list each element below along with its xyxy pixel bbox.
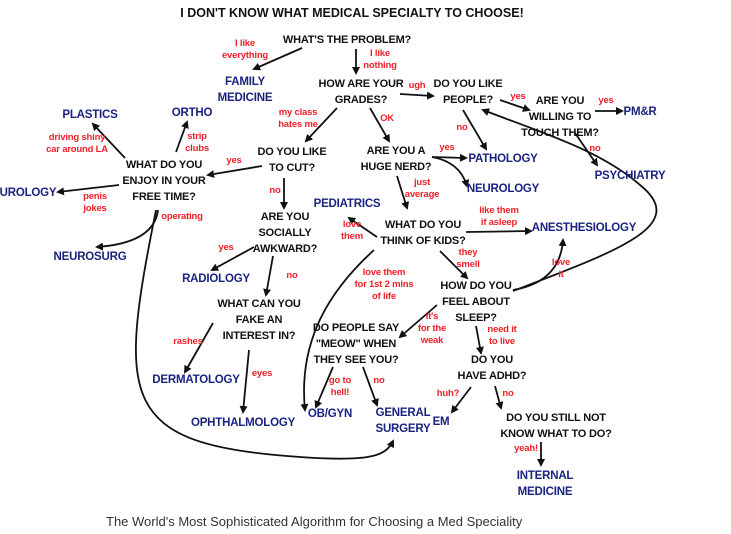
flow-arrow — [450, 386, 472, 414]
label-love-it: love it — [551, 257, 571, 280]
flow-arrow — [314, 366, 334, 409]
flow-arrow — [399, 91, 435, 100]
label-awkward-yes: yes — [218, 242, 234, 253]
outcome-neurosurg: NEUROSURG — [53, 251, 127, 263]
outcome-ortho: ORTHO — [171, 107, 213, 119]
flow-arrow — [431, 156, 470, 188]
outcome-general-surgery: GENERAL SURGERY — [375, 407, 431, 435]
flow-arrow — [56, 184, 120, 196]
label-touch-no: no — [589, 143, 601, 154]
label-weak: it's for the weak — [417, 311, 447, 346]
flow-arrow — [175, 120, 189, 153]
outcome-dermatology: DERMATOLOGY — [152, 374, 240, 386]
flow-arrow — [206, 165, 263, 178]
question-adhd: DO YOU HAVE ADHD? — [457, 354, 527, 382]
flow-arrow — [135, 209, 395, 460]
label-strip-clubs: strip clubs — [185, 131, 209, 154]
outcome-neurology: NEUROLOGY — [466, 183, 540, 195]
outcome-pmr: PM&R — [623, 106, 657, 118]
label-need: need it to live — [487, 324, 517, 347]
label-meow-no: no — [373, 375, 385, 386]
label-average: just average — [404, 177, 440, 200]
diagram-title: I DON'T KNOW WHAT MEDICAL SPECIALTY TO C… — [180, 6, 524, 20]
outcome-obgyn: OB/GYN — [307, 408, 353, 420]
label-everything: I like everything — [221, 38, 269, 61]
flow-arrow — [184, 322, 214, 374]
label-ugh: ugh — [408, 80, 426, 91]
question-touch: ARE YOU WILLING TO TOUCH THEM? — [521, 95, 599, 139]
label-yeah: yeah! — [514, 443, 538, 454]
label-smell: they smell — [456, 247, 480, 270]
flow-arrow — [91, 122, 126, 159]
outcome-plastics: PLASTICS — [62, 109, 118, 121]
label-hates: my class hates me — [278, 107, 318, 130]
flow-arrow — [462, 109, 488, 151]
label-nerd-yes: yes — [439, 142, 455, 153]
label-penis-jokes: penis jokes — [83, 191, 107, 214]
outcome-anesthesiology: ANESTHESIOLOGY — [531, 222, 637, 234]
label-two-mins: love them for 1st 2 mins of life — [354, 267, 414, 302]
outcome-pathology: PATHOLOGY — [468, 153, 538, 165]
question-grades: HOW ARE YOUR GRADES? — [318, 78, 404, 106]
label-ok: OK — [380, 113, 394, 124]
question-nerd: ARE YOU A HUGE NERD? — [360, 145, 432, 173]
label-people-no: no — [456, 122, 468, 133]
outcome-urology: UROLOGY — [0, 187, 57, 199]
flow-arrow — [347, 216, 378, 238]
label-hell: go to hell! — [328, 375, 352, 398]
label-people-yes: yes — [510, 91, 526, 102]
label-love-them: love them — [341, 219, 363, 242]
flow-arrow — [252, 47, 303, 71]
outcome-ophthalmology: OPHTHALMOLOGY — [190, 417, 296, 429]
flow-arrow — [95, 209, 159, 251]
flow-arrow — [499, 99, 531, 112]
flow-arrow — [362, 366, 379, 407]
flow-arrow — [210, 246, 255, 271]
label-operating: operating — [161, 211, 203, 222]
question-kids: WHAT DO YOU THINK OF KIDS? — [380, 219, 466, 247]
label-nothing: I like nothing — [363, 48, 397, 71]
label-rashes: rashes — [173, 336, 203, 347]
flow-arrow — [263, 255, 274, 297]
label-huh: huh? — [436, 388, 460, 399]
question-problem: WHAT'S THE PROBLEM? — [282, 34, 412, 46]
label-cut-no: no — [269, 185, 281, 196]
question-free-time: WHAT DO YOU ENJOY IN YOUR FREE TIME? — [122, 159, 206, 203]
label-cut-yes: yes — [226, 155, 242, 166]
question-cut: DO YOU LIKE TO CUT? — [257, 146, 327, 174]
flow-arrow — [475, 325, 484, 355]
question-awkward: ARE YOU SOCIALLY AWKWARD? — [252, 211, 318, 255]
flow-arrow — [239, 349, 250, 414]
label-asleep: like them if asleep — [479, 205, 519, 228]
label-adhd-no: no — [502, 388, 514, 399]
flow-arrow — [574, 132, 599, 167]
outcome-psychiatry: PSYCHIATRY — [594, 170, 666, 182]
flow-arrow — [431, 153, 468, 162]
label-touch-yes: yes — [598, 95, 614, 106]
flow-arrow — [481, 108, 658, 292]
caption: The World's Most Sophisticated Algorithm… — [106, 514, 523, 529]
outcome-radiology: RADIOLOGY — [182, 273, 250, 285]
outcome-family-medicine: FAMILY MEDICINE — [217, 76, 273, 104]
flow-arrow — [304, 107, 338, 143]
flow-arrow — [300, 249, 375, 412]
question-fake: WHAT CAN YOU FAKE AN INTEREST IN? — [217, 298, 301, 342]
flow-arrow — [465, 227, 533, 236]
flow-arrow — [494, 385, 504, 410]
flow-arrow — [396, 175, 410, 210]
outcome-pediatrics: PEDIATRICS — [313, 198, 381, 210]
question-still: DO YOU STILL NOT KNOW WHAT TO DO? — [500, 412, 612, 440]
label-eyes: eyes — [251, 368, 273, 379]
outcome-internal-medicine: INTERNAL MEDICINE — [516, 470, 574, 498]
question-people: DO YOU LIKE PEOPLE? — [433, 78, 503, 106]
label-awkward-no: no — [286, 270, 298, 281]
question-sleep: HOW DO YOU FEEL ABOUT SLEEP? — [440, 280, 512, 324]
label-driving: driving shiny car around LA — [46, 132, 108, 155]
flow-arrow — [369, 107, 390, 143]
flow-arrow — [439, 250, 469, 280]
outcome-em: EM — [432, 416, 450, 428]
flow-arrow — [398, 304, 438, 339]
question-meow: DO PEOPLE SAY "MEOW" WHEN THEY SEE YOU? — [312, 322, 400, 366]
